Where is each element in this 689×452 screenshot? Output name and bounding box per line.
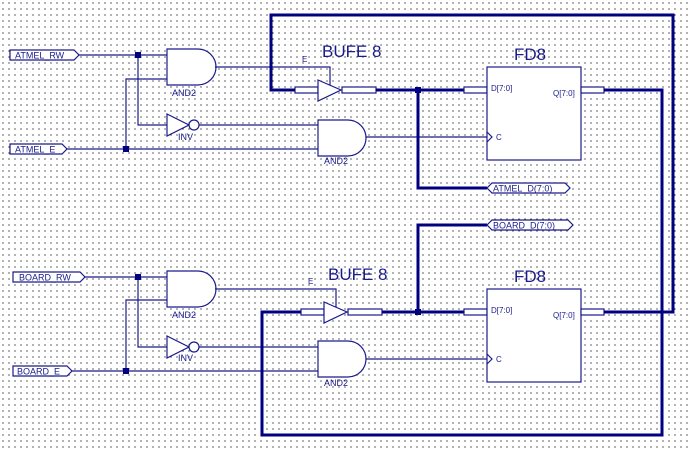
wire-e-to-and (125, 78, 167, 149)
junction-dot (123, 368, 129, 374)
junction-dot (415, 87, 421, 93)
and-gate-bottom-b[interactable]: AND2 (317, 340, 367, 388)
wire-rw-to-inv (137, 55, 167, 126)
and-gate-top-a[interactable]: AND2 (166, 48, 217, 98)
port-board-d[interactable]: BOARD_D(7:0) (486, 219, 574, 231)
bus-loop-bottom-q-to-top-bufe (269, 13, 675, 314)
fd8-c-pin: C (496, 133, 502, 142)
port-atmel-rw-label: ATMEL_RW (15, 51, 65, 61)
and-gate-label: AND2 (324, 378, 348, 388)
fd8-d-pin: D[7:0] (491, 84, 512, 93)
and-gate-bottom-a[interactable]: AND2 (166, 270, 217, 320)
port-board-rw[interactable]: BOARD_RW (12, 271, 86, 283)
port-atmel-e-label: ATMEL_E (15, 145, 55, 155)
junction-dot (415, 309, 421, 315)
port-atmel-rw[interactable]: ATMEL_RW (9, 49, 80, 61)
bus-loop-top-q-to-bottom-bufe (260, 88, 664, 437)
fd8-q-pin: Q[7:0] (553, 89, 575, 98)
port-board-d-label: BOARD_D(7:0) (493, 221, 555, 231)
inverter-label: INV (178, 132, 193, 142)
bottom-section: BOARD_RW BOARD_E AND2 E INV AND2 (12, 219, 605, 388)
bufe-title: BUFE 8 (322, 42, 382, 61)
fd8-top[interactable]: FD8 D[7:0] Q[7:0] C (463, 45, 605, 161)
fd8-c-pin: C (496, 355, 502, 364)
bufe8-top[interactable]: BUFE 8 (294, 42, 382, 102)
port-atmel-d-label: ATMEL_D(7:0) (493, 184, 552, 194)
wire-e-to-and (125, 299, 167, 371)
bufe8-bottom[interactable]: BUFE 8 (300, 265, 388, 324)
port-board-e-label: BOARD_E (17, 367, 60, 377)
fd8-d-pin: D[7:0] (491, 306, 512, 315)
port-board-e[interactable]: BOARD_E (12, 365, 73, 377)
inverter-label: INV (178, 353, 193, 363)
inverter-top[interactable]: INV (166, 113, 200, 142)
junction-dot (123, 146, 129, 152)
port-atmel-d[interactable]: ATMEL_D(7:0) (486, 182, 571, 194)
junction-dot (135, 52, 141, 58)
bufe-enable-label: E (302, 55, 307, 64)
bus-atmel-d-tap (416, 90, 487, 190)
wire-and-to-bufe-e (215, 66, 331, 85)
top-section: ATMEL_RW ATMEL_E AND2 E INV (9, 42, 605, 194)
bus-board-d-tap (416, 223, 487, 312)
wire-and-to-bufe-e (215, 288, 337, 307)
port-board-rw-label: BOARD_RW (19, 273, 71, 283)
fd8-title: FD8 (514, 267, 546, 286)
and-gate-top-b[interactable]: AND2 (317, 119, 367, 166)
junction-dot (135, 274, 141, 280)
fd8-title: FD8 (514, 45, 546, 64)
wire-rw-to-inv (137, 277, 167, 348)
and-gate-label: AND2 (324, 156, 348, 166)
and-gate-label: AND2 (172, 88, 196, 98)
bufe-title: BUFE 8 (328, 265, 388, 284)
and-gate-label: AND2 (172, 310, 196, 320)
fd8-q-pin: Q[7:0] (553, 311, 575, 320)
bufe-enable-label: E (308, 277, 313, 286)
port-atmel-e[interactable]: ATMEL_E (9, 143, 68, 155)
fd8-bottom[interactable]: FD8 D[7:0] Q[7:0] C (463, 267, 605, 383)
inverter-bottom[interactable]: INV (166, 335, 200, 363)
